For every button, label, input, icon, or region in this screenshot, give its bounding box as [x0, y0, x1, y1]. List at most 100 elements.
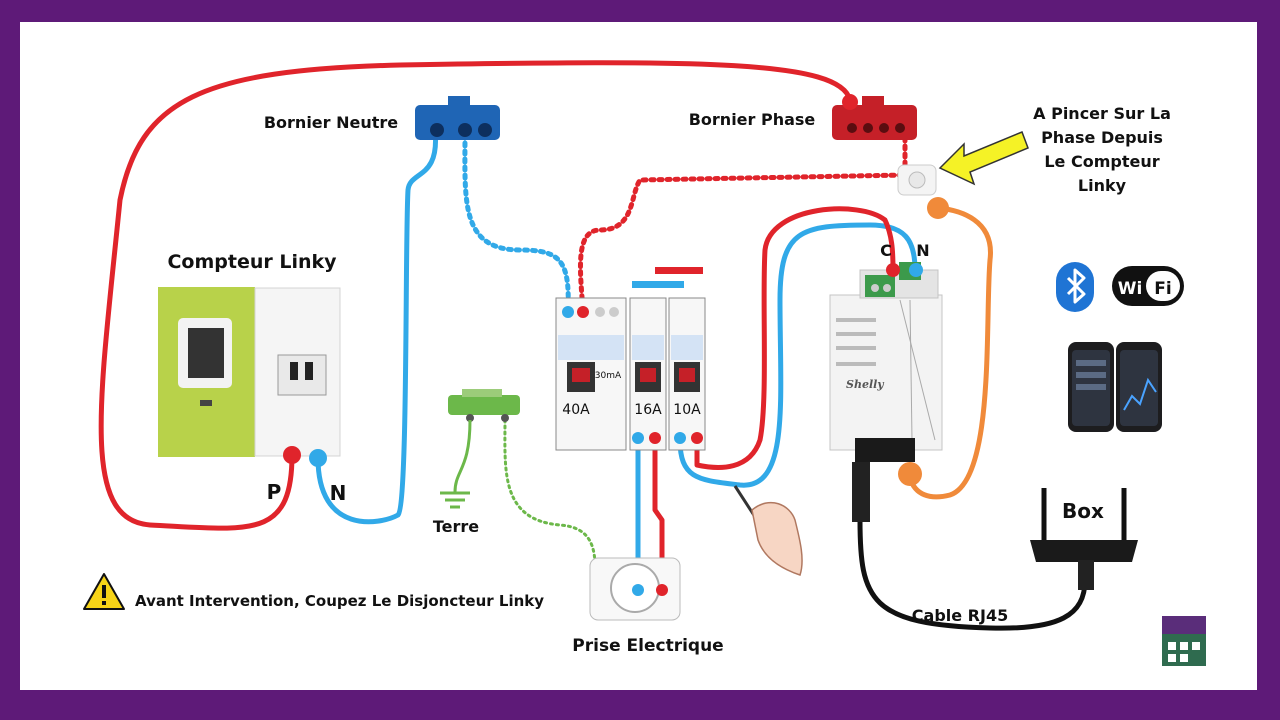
- breaker-16a-window: [632, 335, 664, 360]
- breaker-16a-handle: [640, 368, 656, 382]
- breaker-16a-neutral-out: [632, 432, 644, 444]
- wifi-icon: Wi Fi: [1112, 266, 1184, 306]
- shelly-brand-logo: Shelly: [846, 378, 885, 391]
- wire-breaker10-phase-to-shelly: [694, 206, 896, 470]
- compteur-linky: [158, 287, 341, 467]
- earth-block-body: [448, 395, 520, 415]
- phone-right-screen: [1120, 350, 1158, 426]
- bluetooth-rune: [1066, 268, 1086, 304]
- shelly-status-3: [836, 346, 876, 350]
- shelly-screw-1: [871, 284, 879, 292]
- bornier-neutre: [415, 96, 500, 140]
- logo-tile-4: [1168, 654, 1176, 662]
- label-pincer-line3: Le Compteur: [1044, 152, 1159, 171]
- label-prise: Prise Electrique: [572, 636, 723, 656]
- bluetooth-icon: [1056, 262, 1094, 312]
- bornier-phase-hole-4: [895, 123, 905, 133]
- wire-linky-neutral-to-bornier: [315, 127, 439, 525]
- label-cable-rj45: Cable RJ45: [912, 606, 1008, 625]
- warning-mark-dot: [102, 601, 106, 605]
- bornier-phase-hole-3: [879, 123, 889, 133]
- shelly-terminal-left: [865, 275, 895, 297]
- shelly-module: Shelly: [829, 262, 943, 522]
- warning-mark-bar: [102, 585, 106, 598]
- earth-block-screw-1: [466, 414, 474, 422]
- label-n: N: [330, 481, 347, 505]
- rj45-plug-shelly: [852, 462, 870, 522]
- router-body: [1030, 540, 1138, 562]
- breaker-main-phase-in: [577, 306, 589, 318]
- breaker-10a-handle: [679, 368, 695, 382]
- wire-bornier-neutre-to-breaker: [462, 132, 571, 313]
- clamp-probe-dot: [927, 197, 949, 219]
- linky-meter-screen: [188, 328, 224, 378]
- label-pincer-line2: Phase Depuis: [1041, 128, 1163, 147]
- ground-symbol-icon: [440, 491, 470, 509]
- comb-bar-neutral: [632, 281, 684, 288]
- rj45-plug-box: [1078, 560, 1094, 590]
- label-bornier-neutre: Bornier Neutre: [264, 113, 398, 132]
- label-compteur-linky: Compteur Linky: [167, 251, 337, 273]
- breaker-main-neutral-in: [562, 306, 574, 318]
- linky-disjoncteur-switch: [277, 354, 327, 396]
- warning-icon: [83, 573, 125, 610]
- bornier-phase-hole-2: [863, 123, 873, 133]
- bornier-phase-top: [862, 96, 884, 108]
- bornier-phase: [832, 96, 917, 140]
- phone-right-graph: [1123, 377, 1157, 411]
- shelly-diagram-line-2: [909, 299, 913, 441]
- label-box: Box: [1062, 499, 1104, 523]
- earth-block: [448, 389, 520, 422]
- bornier-neutre-hole-2: [458, 123, 472, 137]
- wire-probe-clamp: [907, 205, 993, 500]
- yellow-arrow-icon: [938, 131, 1029, 186]
- wire-linky-phase-to-bornier: [98, 60, 853, 531]
- linky-switch-lever-1: [290, 362, 298, 380]
- phone-left-row-3: [1076, 384, 1106, 390]
- hand-shape: [751, 501, 803, 576]
- breaker-10a-rating: 10A: [673, 402, 701, 418]
- linky-switch-lever-2: [305, 362, 313, 380]
- shelly-terminal-c: [886, 263, 900, 277]
- bornier-phase-body: [832, 105, 917, 140]
- label-pincer-line4: Linky: [1078, 176, 1127, 195]
- shelly-probe-input: [898, 462, 922, 486]
- phone-left-row-2: [1076, 372, 1106, 378]
- breaker-10a-neutral-out: [674, 432, 686, 444]
- box-router: [1030, 488, 1138, 590]
- bornier-neutre-hole-1: [430, 123, 444, 137]
- earth-block-top: [462, 389, 502, 397]
- linky-neutral-terminal: [309, 449, 327, 467]
- hand-pen-icon: [733, 485, 803, 576]
- breaker-10a-phase-out: [691, 432, 703, 444]
- wire-breaker16-phase-to-outlet: [652, 437, 665, 593]
- breaker-main-rating: 40A: [562, 402, 590, 418]
- logo-tile-2: [1180, 642, 1188, 650]
- label-n-terminal: N: [916, 241, 929, 260]
- shelly-terminal-n: [909, 263, 923, 277]
- label-terre: Terre: [433, 517, 479, 536]
- shelly-status-4: [836, 362, 876, 366]
- shelly-status-2: [836, 332, 876, 336]
- bornier-phase-input-dot: [842, 94, 858, 110]
- breaker-main-screw-2: [609, 307, 619, 317]
- prise-electrique: [589, 557, 681, 621]
- bornier-neutre-hole-3: [478, 123, 492, 137]
- shelly-rj45-port: [855, 438, 915, 462]
- logo-tile-3: [1192, 642, 1200, 650]
- phone-left-row-1: [1076, 360, 1106, 366]
- linky-phase-terminal: [283, 446, 301, 464]
- logo-header: [1162, 616, 1206, 634]
- channel-logo-icon: [1162, 616, 1206, 666]
- bornier-phase-hole-1: [847, 123, 857, 133]
- label-p: P: [267, 480, 282, 504]
- earth-wire: [453, 419, 472, 493]
- prise-phase-hole: [656, 584, 668, 596]
- wire-breaker10-neutral-to-shelly: [677, 222, 918, 488]
- breaker-main-screw-1: [595, 307, 605, 317]
- current-clamp: [897, 164, 937, 196]
- breaker-16a-phase-out: [649, 432, 661, 444]
- bornier-neutre-top: [448, 96, 470, 108]
- linky-meter-led: [200, 400, 212, 406]
- shelly-screw-2: [883, 284, 891, 292]
